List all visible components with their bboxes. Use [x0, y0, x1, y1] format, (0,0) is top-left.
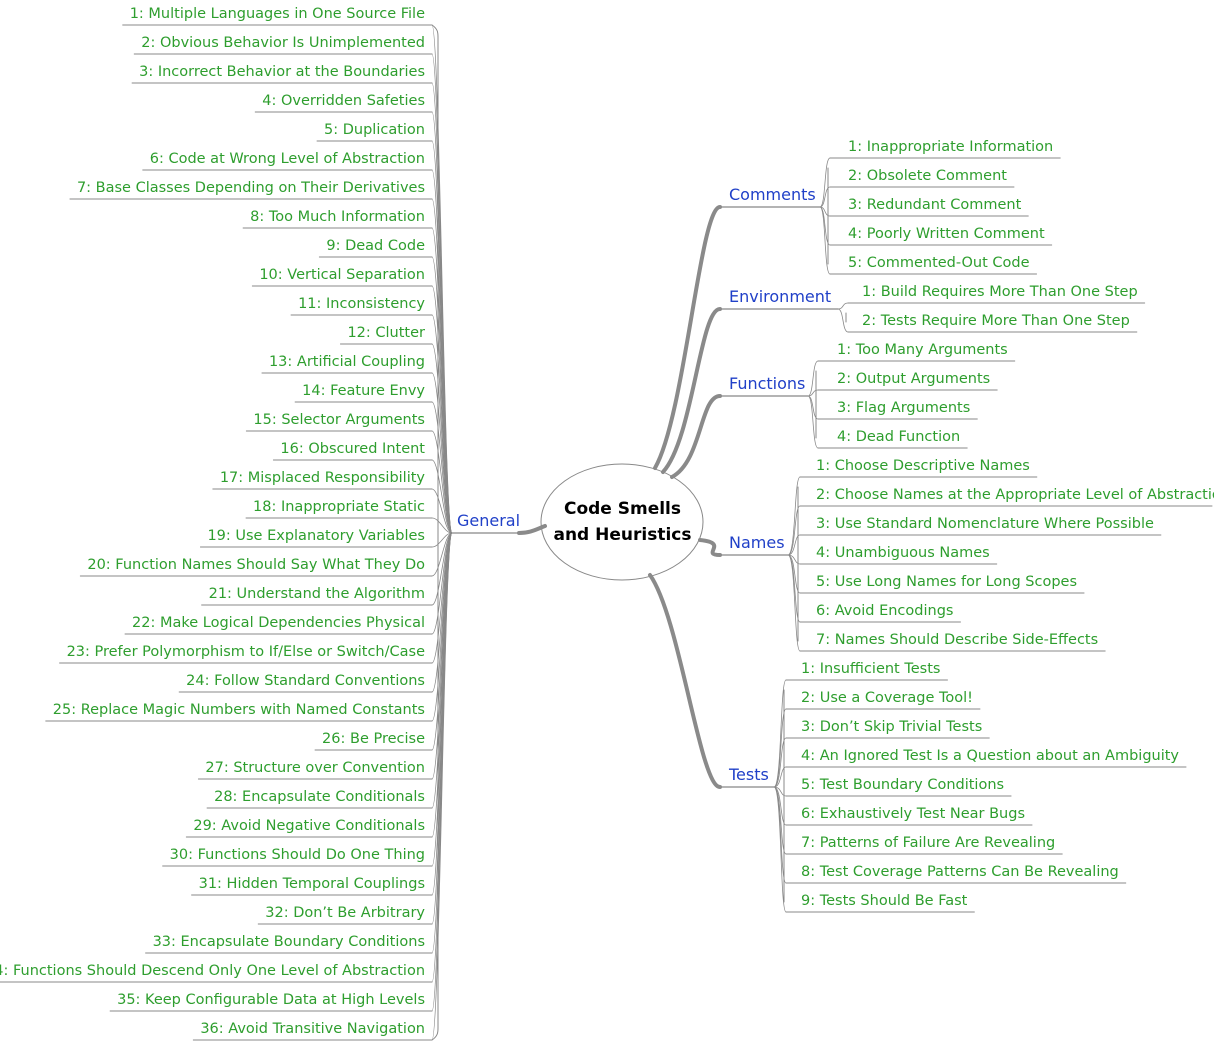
general-item-5[interactable]: 5: Duplication [324, 122, 425, 138]
tests-item-5[interactable]: 5: Test Boundary Conditions [801, 777, 1005, 793]
general-item-19[interactable]: 19: Use Explanatory Variables [207, 528, 425, 544]
general-item-25[interactable]: 25: Replace Magic Numbers with Named Con… [52, 702, 425, 718]
environment-item-1[interactable]: 1: Build Requires More Than One Step [862, 284, 1138, 300]
general-item-21[interactable]: 21: Understand the Algorithm [208, 586, 425, 602]
central-topic-line1: Code Smells [563, 499, 682, 519]
functions-item-2[interactable]: 2: Output Arguments [837, 371, 991, 387]
general-item-8[interactable]: 8: Too Much Information [250, 209, 425, 225]
environment-item-2[interactable]: 2: Tests Require More Than One Step [862, 313, 1130, 329]
tests-item-9[interactable]: 9: Tests Should Be Fast [801, 893, 968, 909]
general-item-15[interactable]: 15: Selector Arguments [253, 412, 425, 428]
general-item-11[interactable]: 11: Inconsistency [298, 296, 425, 312]
general-item-22[interactable]: 22: Make Logical Dependencies Physical [132, 615, 425, 631]
names-item-5[interactable]: 5: Use Long Names for Long Scopes [816, 574, 1078, 590]
comments-item-4[interactable]: 4: Poorly Written Comment [848, 226, 1045, 242]
general-item-26[interactable]: 26: Be Precise [322, 731, 425, 747]
tests-item-1[interactable]: 1: Insufficient Tests [801, 661, 941, 677]
general-item-20[interactable]: 20: Function Names Should Say What They … [87, 557, 425, 573]
central-topic[interactable]: Code Smells and Heuristics [541, 464, 704, 580]
functions-item-3[interactable]: 3: Flag Arguments [837, 400, 971, 416]
names-item-1[interactable]: 1: Choose Descriptive Names [816, 458, 1030, 474]
general-item-9[interactable]: 9: Dead Code [326, 238, 425, 254]
general-item-6[interactable]: 6: Code at Wrong Level of Abstraction [149, 151, 425, 167]
comments-item-5[interactable]: 5: Commented-Out Code [848, 255, 1030, 271]
names-item-3[interactable]: 3: Use Standard Nomenclature Where Possi… [816, 516, 1154, 532]
comments-item-2[interactable]: 2: Obsolete Comment [848, 168, 1007, 184]
general-item-32[interactable]: 32: Don’t Be Arbitrary [265, 905, 425, 921]
central-topic-shape [540, 463, 704, 581]
branch-comments[interactable]: Comments [729, 185, 816, 204]
tests-item-2[interactable]: 2: Use a Coverage Tool! [801, 690, 973, 706]
names-item-4[interactable]: 4: Unambiguous Names [816, 545, 990, 561]
branch-environment[interactable]: Environment [729, 287, 832, 306]
general-item-4[interactable]: 4: Overridden Safeties [262, 93, 425, 109]
names-item-7[interactable]: 7: Names Should Describe Side-Effects [816, 632, 1099, 648]
general-item-12[interactable]: 12: Clutter [347, 325, 425, 341]
functions-item-4[interactable]: 4: Dead Function [837, 429, 961, 445]
general-item-33[interactable]: 33: Encapsulate Boundary Conditions [152, 934, 425, 950]
general-item-35[interactable]: 35: Keep Configurable Data at High Level… [117, 992, 425, 1008]
branch-functions[interactable]: Functions [729, 374, 806, 393]
tests-item-6[interactable]: 6: Exhaustively Test Near Bugs [801, 806, 1025, 822]
general-item-24[interactable]: 24: Follow Standard Conventions [186, 673, 425, 689]
general-item-14[interactable]: 14: Feature Envy [302, 383, 425, 399]
names-item-6[interactable]: 6: Avoid Encodings [816, 603, 954, 619]
comments-item-3[interactable]: 3: Redundant Comment [848, 197, 1022, 213]
general-item-13[interactable]: 13: Artificial Coupling [268, 354, 425, 370]
functions-item-1[interactable]: 1: Too Many Arguments [837, 342, 1008, 358]
branch-general[interactable]: General [457, 511, 521, 530]
names-item-2[interactable]: 2: Choose Names at the Appropriate Level… [816, 487, 1214, 503]
general-item-10[interactable]: 10: Vertical Separation [259, 267, 425, 283]
comments-item-1[interactable]: 1: Inappropriate Information [848, 139, 1054, 155]
general-item-18[interactable]: 18: Inappropriate Static [253, 499, 425, 515]
general-item-17[interactable]: 17: Misplaced Responsibility [219, 470, 425, 486]
general-item-7[interactable]: 7: Base Classes Depending on Their Deriv… [76, 180, 425, 196]
general-item-34[interactable]: 34: Functions Should Descend Only One Le… [0, 963, 426, 979]
tests-item-8[interactable]: 8: Test Coverage Patterns Can Be Reveali… [801, 864, 1119, 880]
tests-item-3[interactable]: 3: Don’t Skip Trivial Tests [801, 719, 983, 735]
general-item-28[interactable]: 28: Encapsulate Conditionals [214, 789, 425, 805]
central-topic-line2: and Heuristics [553, 525, 692, 545]
general-item-1[interactable]: 1: Multiple Languages in One Source File [129, 6, 425, 22]
general-item-2[interactable]: 2: Obvious Behavior Is Unimplemented [141, 35, 425, 51]
general-item-36[interactable]: 36: Avoid Transitive Navigation [200, 1021, 425, 1037]
general-item-23[interactable]: 23: Prefer Polymorphism to If/Else or Sw… [66, 644, 425, 660]
tests-item-4[interactable]: 4: An Ignored Test Is a Question about a… [801, 748, 1180, 764]
general-item-3[interactable]: 3: Incorrect Behavior at the Boundaries [139, 64, 425, 80]
general-item-29[interactable]: 29: Avoid Negative Conditionals [193, 818, 425, 834]
general-item-30[interactable]: 30: Functions Should Do One Thing [169, 847, 425, 863]
branch-names[interactable]: Names [729, 533, 785, 552]
general-item-27[interactable]: 27: Structure over Convention [205, 760, 425, 776]
branch-tests[interactable]: Tests [729, 765, 769, 784]
general-item-31[interactable]: 31: Hidden Temporal Couplings [198, 876, 425, 892]
general-item-16[interactable]: 16: Obscured Intent [280, 441, 425, 457]
tests-item-7[interactable]: 7: Patterns of Failure Are Revealing [801, 835, 1056, 851]
